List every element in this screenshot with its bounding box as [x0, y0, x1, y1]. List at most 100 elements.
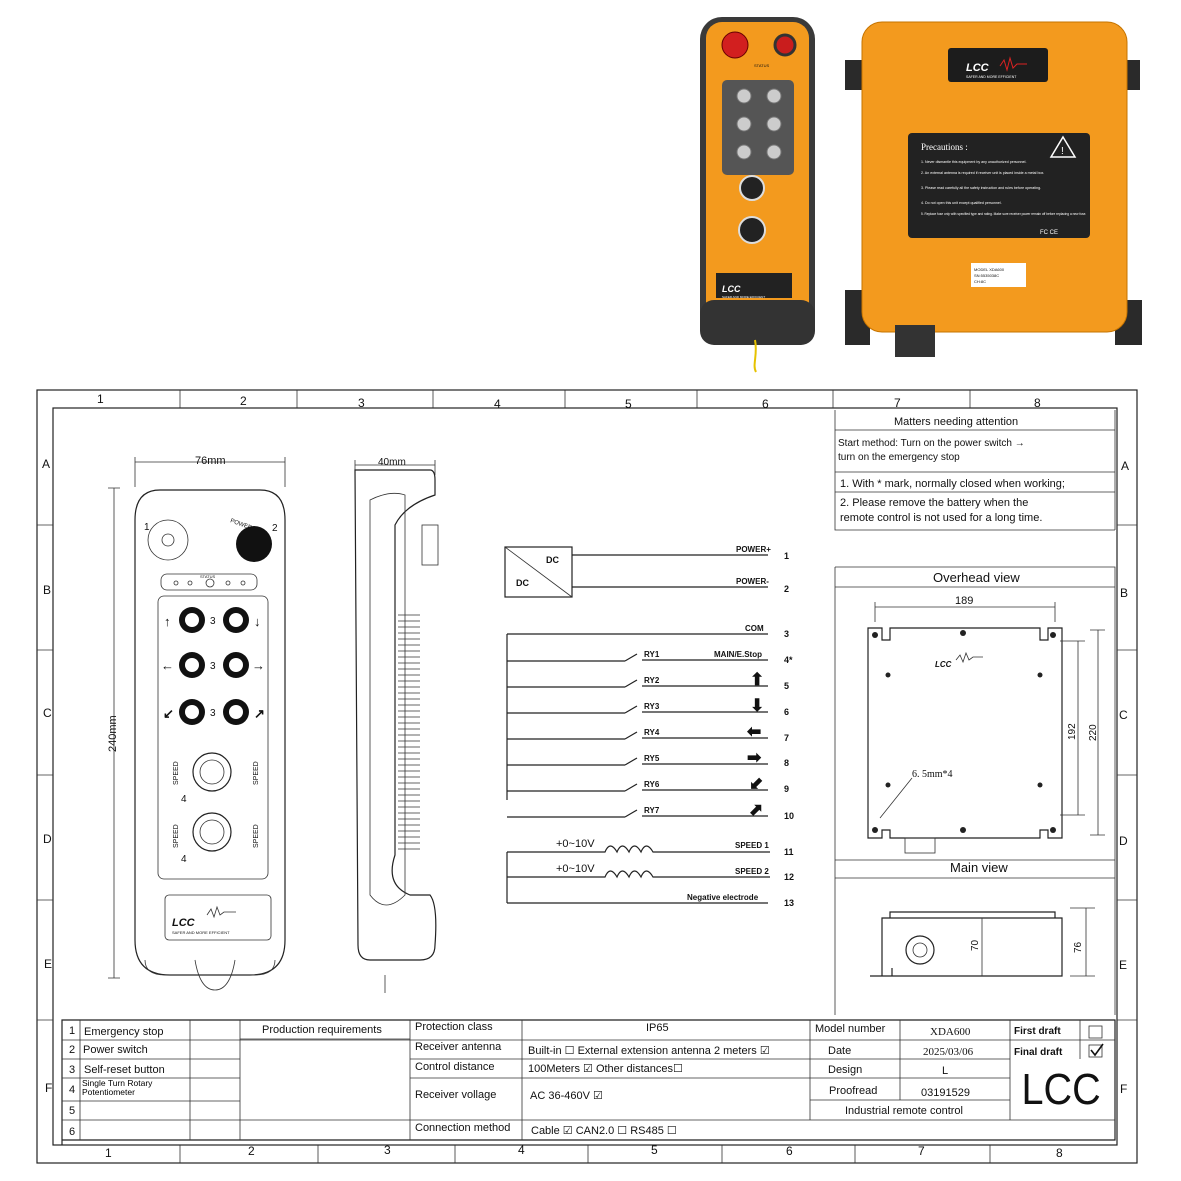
power-switch-icon [773, 33, 797, 57]
transmitter-tagline: SAFER AND MORE EFFICIENT [722, 295, 765, 299]
wire-label: SPEED 1 [735, 841, 769, 850]
callout-3: 3 [210, 616, 216, 627]
column-numbers-bottom: 1 2 3 4 5 6 7 8 [105, 1143, 1063, 1160]
overhead-width: 189 [955, 595, 973, 607]
row-letter: D [1119, 834, 1128, 848]
part-number: 4 [69, 1084, 75, 1096]
row-letter: A [42, 457, 50, 471]
column-number: 7 [918, 1144, 925, 1158]
button-icons [736, 88, 782, 160]
relay-label: RY6 [644, 780, 660, 789]
column-number: 3 [384, 1143, 391, 1157]
relay-label: RY7 [644, 806, 660, 815]
proofread-value: 03191529 [921, 1087, 970, 1099]
receiver-views: Overhead view 189 LCC 192 220 6. 5mm*4 M… [834, 566, 1116, 1015]
column-number: 2 [240, 394, 247, 408]
row-letter: F [1120, 1082, 1127, 1096]
terminal-number: 1 [784, 551, 789, 561]
row-letter: F [45, 1081, 52, 1095]
dc-converter [504, 546, 573, 598]
terminal-number: 2 [784, 584, 789, 594]
production-requirements-label: Production requirements [262, 1024, 382, 1036]
precautions-label [908, 133, 1090, 238]
speed-label: SPEED [253, 761, 260, 785]
precaution-item: 4. Do not open this unit except qualifie… [921, 201, 1002, 205]
spec-label: Receiver vollage [415, 1089, 496, 1101]
voltage-label: +0~10V [556, 838, 595, 850]
main-height-inner: 70 [970, 939, 981, 951]
column-number: 6 [786, 1144, 793, 1158]
spec-label: Protection class [415, 1021, 493, 1033]
part-number: 5 [69, 1105, 75, 1117]
main-height-outer: 76 [1073, 941, 1084, 953]
right-arrow-icon: → [252, 658, 265, 673]
column-number: 5 [651, 1143, 658, 1157]
start-method-text: Start method: Turn on the power switch → [838, 438, 1025, 449]
speed-knob-icon [192, 752, 232, 792]
nameplate-sn: SN:5535038C [974, 273, 999, 278]
power-switch-icon [236, 526, 272, 562]
title-block: 1 Emergency stop 2 Power switch 3 Self-r… [61, 1019, 1116, 1145]
dc-label: DC [546, 555, 559, 565]
precaution-item: 2. An external antenna is required if re… [921, 171, 1044, 175]
dc-label: DC [516, 578, 529, 588]
wire-label: MAIN/E.Stop [714, 650, 762, 659]
voltage-label: +0~10V [556, 863, 595, 875]
row-letter: C [1119, 708, 1128, 722]
up-right-arrow-icon: ⬈ [749, 800, 763, 819]
nameplate-ch: CH:8C [974, 279, 986, 284]
speed-label: SPEED [173, 824, 180, 848]
column-number: 6 [762, 397, 769, 411]
right-arrow-icon: ➡ [747, 748, 762, 767]
spec-value: IP65 [646, 1022, 669, 1034]
front-logo-tagline: SAFER AND MORE EFFICIENT [172, 930, 230, 935]
relay-label: RY1 [644, 650, 660, 659]
relay-label: RY3 [644, 702, 660, 711]
check-icon [1090, 1043, 1104, 1057]
spec-value: Cable ☑ CAN2.0 ☐ RS485 ☐ [531, 1125, 677, 1137]
precautions-title: Precautions : [921, 142, 968, 152]
final-draft-checkbox [1088, 1044, 1103, 1058]
transmitter-logo: LCC [722, 284, 741, 294]
column-numbers-top: 1 2 3 4 5 6 7 8 [97, 392, 1041, 411]
info-label: Date [828, 1045, 851, 1057]
overhead-height-outer: 220 [1088, 724, 1099, 741]
row-letter: E [1119, 958, 1127, 972]
precaution-item: 5. Replace fuse only with specified type… [921, 212, 1086, 216]
callout-1: 1 [144, 522, 150, 533]
spec-label: Control distance [415, 1061, 495, 1073]
column-number: 1 [105, 1146, 112, 1160]
emergency-stop-icon [721, 31, 749, 59]
spec-value: AC 36-460V ☑ [530, 1090, 603, 1102]
precaution-item: 1. Never dismantle this equipment by any… [921, 160, 1026, 164]
info-label: Model number [815, 1023, 886, 1035]
receiver-tagline: SAFER AND MORE EFFICIENT [966, 75, 1017, 79]
callout-3: 3 [210, 708, 216, 719]
row-letter: C [43, 706, 52, 720]
left-arrow-icon: ⬅ [746, 722, 761, 741]
terminal-number: 9 [784, 784, 789, 794]
terminal-number: 13 [784, 898, 794, 908]
front-logo: LCC [172, 917, 196, 929]
row-letter: B [43, 583, 51, 597]
start-method-text: turn on the emergency stop [838, 452, 960, 463]
spec-value: 100Meters ☑ Other distances☐ [528, 1063, 683, 1075]
down-left-arrow-icon: ⬋ [749, 774, 763, 793]
svg-text:!: ! [1061, 146, 1064, 157]
status-label: STATUS [200, 574, 216, 579]
column-number: 3 [358, 396, 365, 410]
row-letters: A B C D E F A B C D E F [42, 457, 1129, 1096]
hole-dimension: 6. 5mm*4 [912, 769, 953, 780]
note-2: remote control is not used for a long ti… [840, 512, 1042, 524]
column-number: 4 [494, 397, 501, 411]
overhead-height-inner: 192 [1067, 723, 1078, 740]
side-view: 40mm [354, 457, 439, 993]
wire-label: POWER+ [736, 545, 771, 554]
down-left-arrow-icon: ↙ [163, 706, 174, 721]
info-label: Design [828, 1064, 862, 1076]
wire-label: Negative electrode [687, 893, 759, 902]
row-letter: B [1120, 586, 1128, 600]
part-name: Self-reset button [84, 1064, 165, 1076]
terminal-number: 5 [784, 681, 789, 691]
height-dimension: 240mm [107, 715, 119, 752]
